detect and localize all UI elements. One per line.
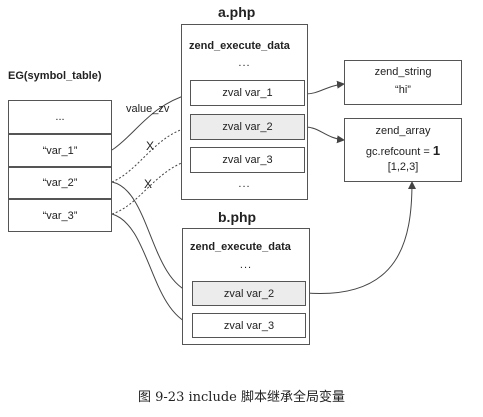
a-php-top-dots: ...	[238, 57, 251, 69]
arrow-var2-to-a-var2-dotted	[111, 124, 191, 183]
symbol-table-title: EG(symbol_table)	[8, 70, 102, 82]
b-php-header: zend_execute_data	[190, 241, 291, 253]
figure-caption: 图 9-23 include 脚本继承全局变量	[138, 390, 345, 405]
symbol-table-row-var1: “var_1”	[8, 134, 112, 167]
zend-string-value: “hi”	[395, 84, 411, 96]
a-php-header: zend_execute_data	[189, 40, 290, 52]
b-php-var3: zval var_3	[192, 313, 306, 338]
arrow-a-var1-to-zend-string	[304, 80, 345, 95]
arrow-var1-to-a-var1	[111, 92, 191, 151]
b-php-top-dots: ...	[239, 259, 253, 271]
zend-string-title: zend_string	[374, 66, 432, 78]
zend-array-refcount: gc.refcount = 1	[344, 143, 462, 158]
arrow-var3-to-b-var3	[111, 213, 193, 327]
arrow-b-var2-to-zend-array	[305, 181, 416, 295]
b-php-var2: zval var_2	[192, 281, 306, 306]
a-php-var1: zval var_1	[190, 80, 305, 106]
b-php-title: b.php	[218, 209, 257, 225]
a-php-var3: zval var_3	[190, 147, 305, 173]
symbol-table-row-dots: ...	[8, 100, 112, 134]
zend-array-refcount-value: 1	[432, 143, 441, 158]
symbol-table-row-var3: “var_3”	[8, 199, 112, 232]
zend-string-box	[344, 60, 462, 105]
arrow-var2-to-b-var2	[111, 181, 193, 295]
arrow-var3-to-a-var3-dotted	[111, 158, 191, 215]
zend-array-box	[344, 118, 462, 182]
zend-array-value: [1,2,3]	[387, 161, 419, 173]
arrow-a-var2-to-zend-array	[304, 126, 345, 144]
a-php-title: a.php	[218, 4, 256, 20]
a-php-var2: zval var_2	[190, 114, 305, 140]
symbol-table-row-var2: “var_2”	[8, 167, 112, 199]
zend-array-title: zend_array	[375, 125, 431, 137]
a-php-bottom-dots: ...	[238, 178, 251, 190]
value-zv-label: value_zv	[126, 103, 170, 115]
zend-array-refcount-label: gc.refcount =	[365, 146, 433, 158]
cross-mark-1: X	[146, 139, 155, 153]
cross-mark-2: X	[144, 177, 153, 191]
